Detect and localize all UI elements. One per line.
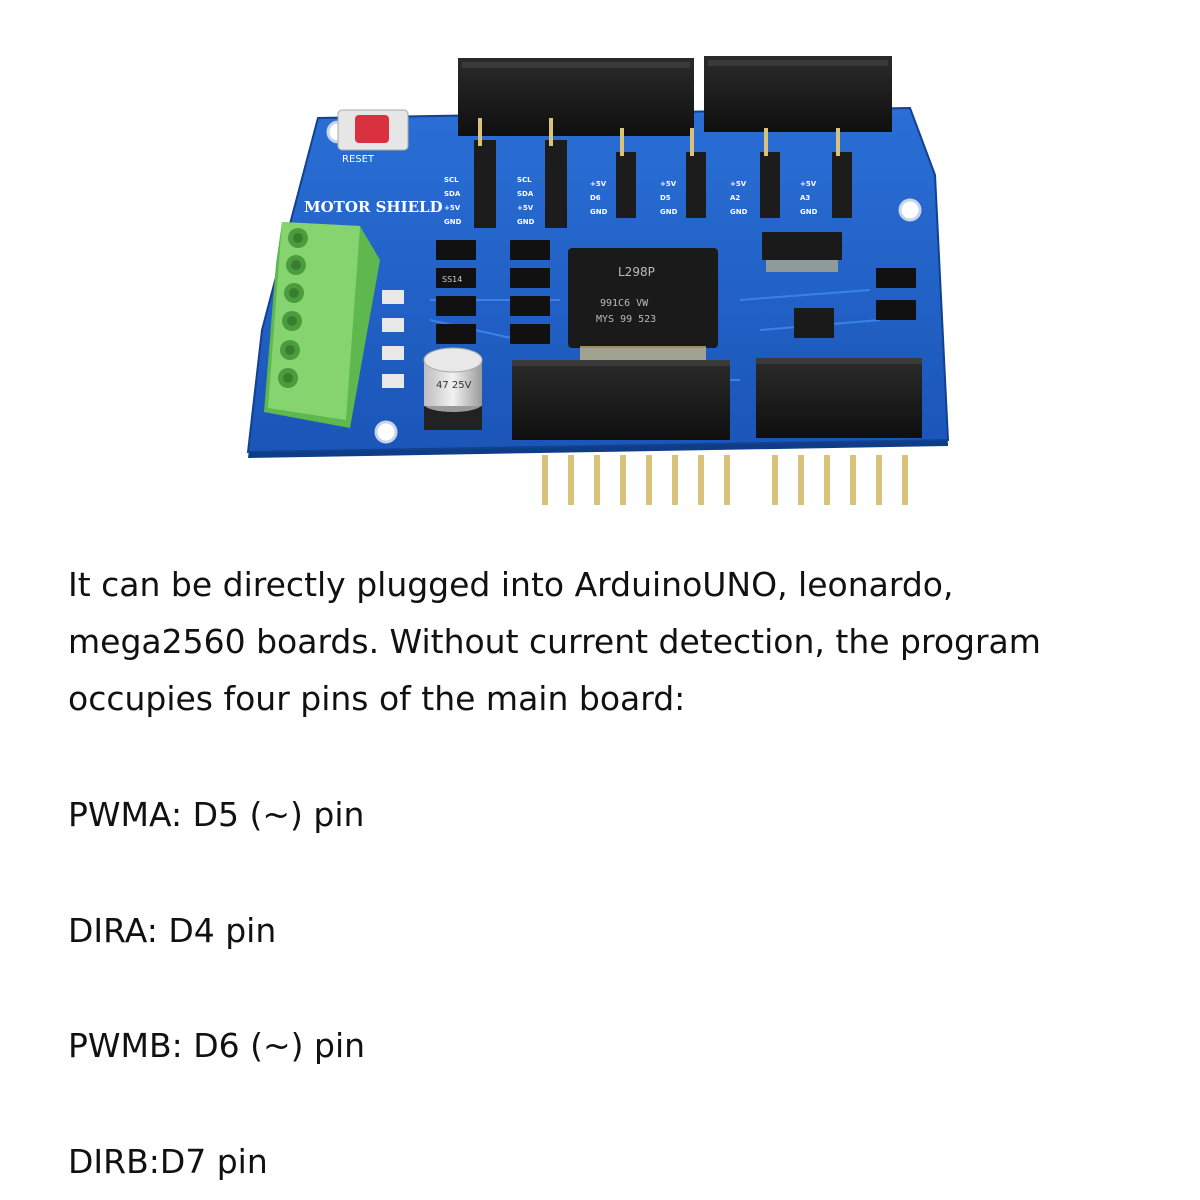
- chip-label-3: MYS 99 523: [596, 314, 656, 325]
- pin-pwmb: PWMB: D6 (~) pin: [68, 1026, 366, 1065]
- label-b-gnd: GND: [590, 208, 608, 216]
- motor-shield-photo: RESET MOTOR SHIELD SCL SDA +5V GND SCL S…: [246, 56, 950, 505]
- intro-line-2: mega2560 boards. Without current detecti…: [68, 622, 1041, 661]
- label-e-5v: +5V: [800, 180, 817, 188]
- capacitor-label: 47 25V: [436, 380, 472, 391]
- pin-pwma: PWMA: D5 (~) pin: [68, 795, 365, 834]
- intro-line-1: It can be directly plugged into ArduinoU…: [68, 565, 954, 604]
- capacitor: 47 25V: [423, 347, 483, 430]
- label-c-gnd: GND: [660, 208, 678, 216]
- label-gnd: GND: [444, 218, 462, 226]
- screw-terminal: [264, 222, 380, 428]
- leds: [382, 290, 404, 388]
- label-gnd-2: GND: [517, 218, 535, 226]
- label-b-5v: +5V: [590, 180, 607, 188]
- diode-label: SS14: [442, 275, 462, 284]
- top-headers: [458, 56, 892, 136]
- label-c-5v: +5V: [660, 180, 677, 188]
- ic-right: [762, 232, 842, 338]
- silkscreen-title: MOTOR SHIELD: [304, 198, 443, 216]
- label-5v: +5V: [444, 204, 461, 212]
- pin-dirb: DIRB:D7 pin: [68, 1142, 268, 1181]
- l298p-chip: L298P 991C6 VW MYS 99 523: [568, 248, 718, 364]
- diodes-right: [876, 268, 916, 320]
- label-b-d6: D6: [590, 194, 601, 202]
- label-e-gnd: GND: [800, 208, 818, 216]
- intro-line-3: occupies four pins of the main board:: [68, 679, 686, 718]
- label-sda: SDA: [444, 190, 461, 198]
- label-d-5v: +5V: [730, 180, 747, 188]
- description-intro: It can be directly plugged into ArduinoU…: [68, 556, 1041, 727]
- label-d-a2: A2: [730, 194, 740, 202]
- label-scl-2: SCL: [517, 176, 532, 184]
- reset-button: RESET: [337, 109, 409, 165]
- label-d-gnd: GND: [730, 208, 748, 216]
- chip-label-2: 991C6 VW: [600, 298, 649, 309]
- pin-dira: DIRA: D4 pin: [68, 911, 277, 950]
- label-c-d5: D5: [660, 194, 671, 202]
- reset-label: RESET: [342, 154, 375, 165]
- jumper-headers: [474, 118, 852, 228]
- chip-label-1: L298P: [618, 265, 655, 279]
- bottom-headers: [512, 358, 922, 440]
- header-labels: SCL SDA +5V GND SCL SDA +5V GND +5V D6 G…: [444, 176, 818, 226]
- bottom-pins: [542, 455, 908, 505]
- label-scl: SCL: [444, 176, 459, 184]
- label-sda-2: SDA: [517, 190, 534, 198]
- label-5v-2: +5V: [517, 204, 534, 212]
- diodes-left: SS14: [436, 240, 550, 344]
- label-e-a3: A3: [800, 194, 810, 202]
